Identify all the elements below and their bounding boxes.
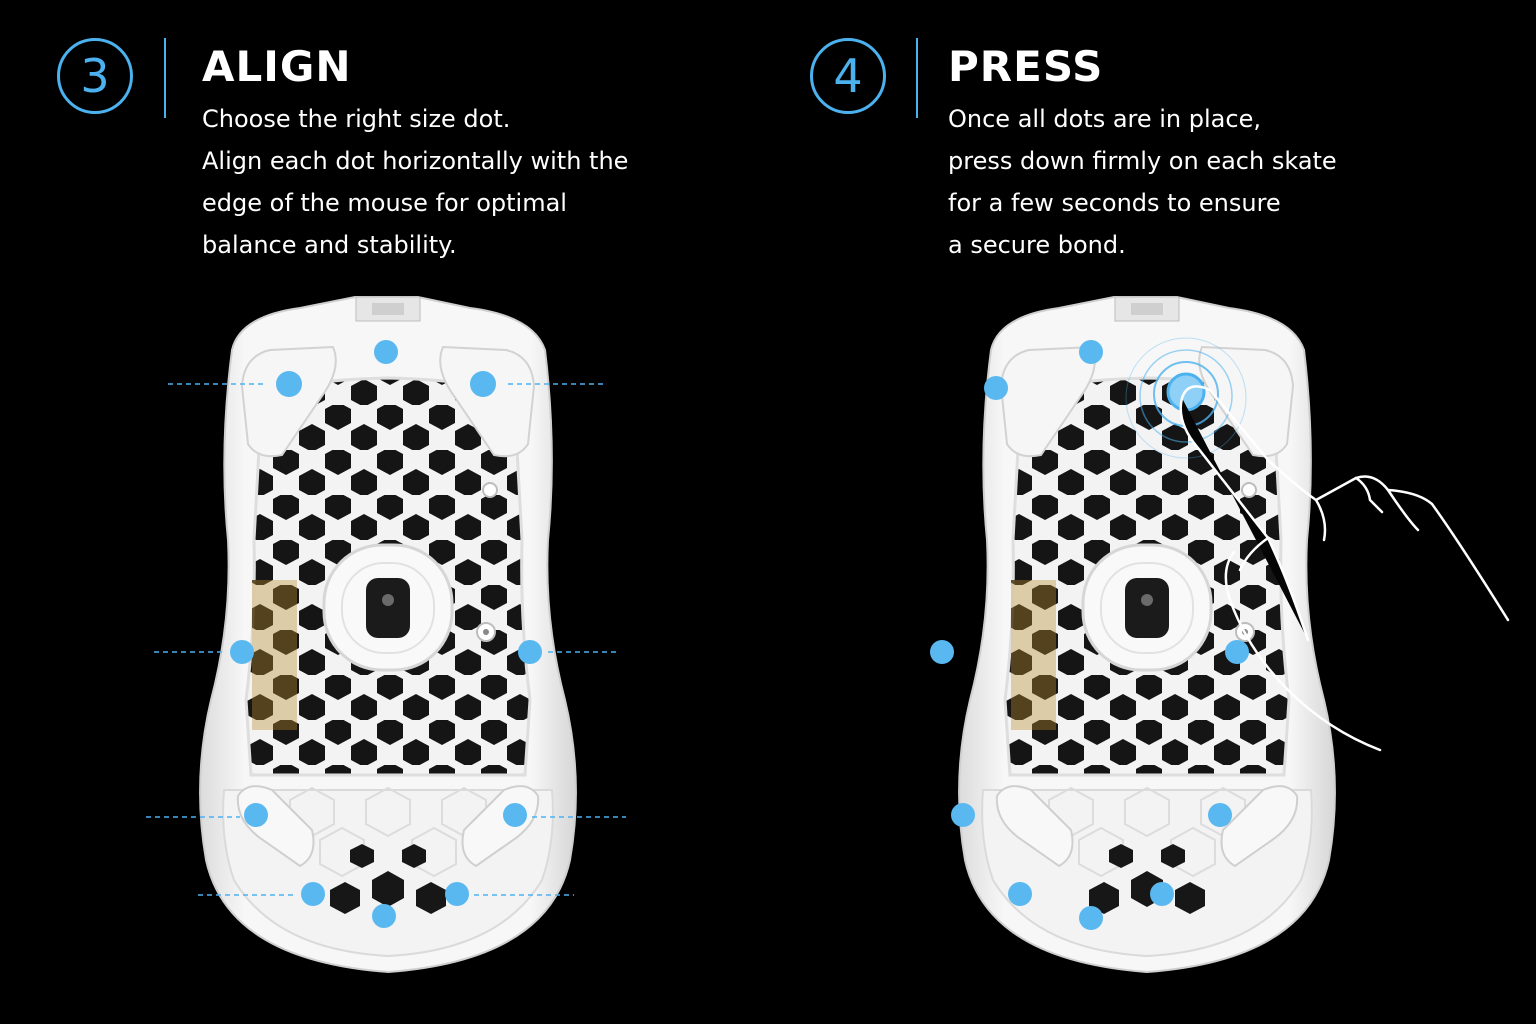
- align-illustration: [0, 280, 768, 1024]
- description-line: balance and stability.: [202, 231, 457, 259]
- press-illustration: [768, 280, 1536, 1024]
- mouse-bottom-view: [146, 295, 626, 974]
- mouse-bottom-view: [930, 295, 1510, 974]
- step-description: Once all dots are in place, press down f…: [948, 98, 1337, 266]
- skate-dots: [230, 340, 542, 928]
- description-line: a secure bond.: [948, 231, 1126, 259]
- step-number: 4: [833, 49, 863, 103]
- step-number-badge: 3: [57, 38, 133, 114]
- step-number: 3: [80, 49, 110, 103]
- step-align: 3 ALIGN Choose the right size dot. Align…: [0, 0, 768, 300]
- step-press: 4 PRESS Once all dots are in place, pres…: [768, 0, 1536, 300]
- description-line: edge of the mouse for optimal: [202, 189, 567, 217]
- step-title: ALIGN: [202, 42, 352, 91]
- step-number-badge: 4: [810, 38, 886, 114]
- step-description: Choose the right size dot. Align each do…: [202, 98, 628, 266]
- description-line: Choose the right size dot.: [202, 105, 511, 133]
- hand-icon: [1179, 385, 1510, 752]
- alignment-guides: [146, 383, 626, 896]
- description-line: for a few seconds to ensure: [948, 189, 1281, 217]
- description-line: Once all dots are in place,: [948, 105, 1261, 133]
- description-line: press down firmly on each skate: [948, 147, 1337, 175]
- divider-line: [916, 38, 918, 118]
- divider-line: [164, 38, 166, 118]
- description-line: Align each dot horizontally with the: [202, 147, 629, 175]
- step-title: PRESS: [948, 42, 1104, 91]
- skate-dots: [930, 340, 1249, 930]
